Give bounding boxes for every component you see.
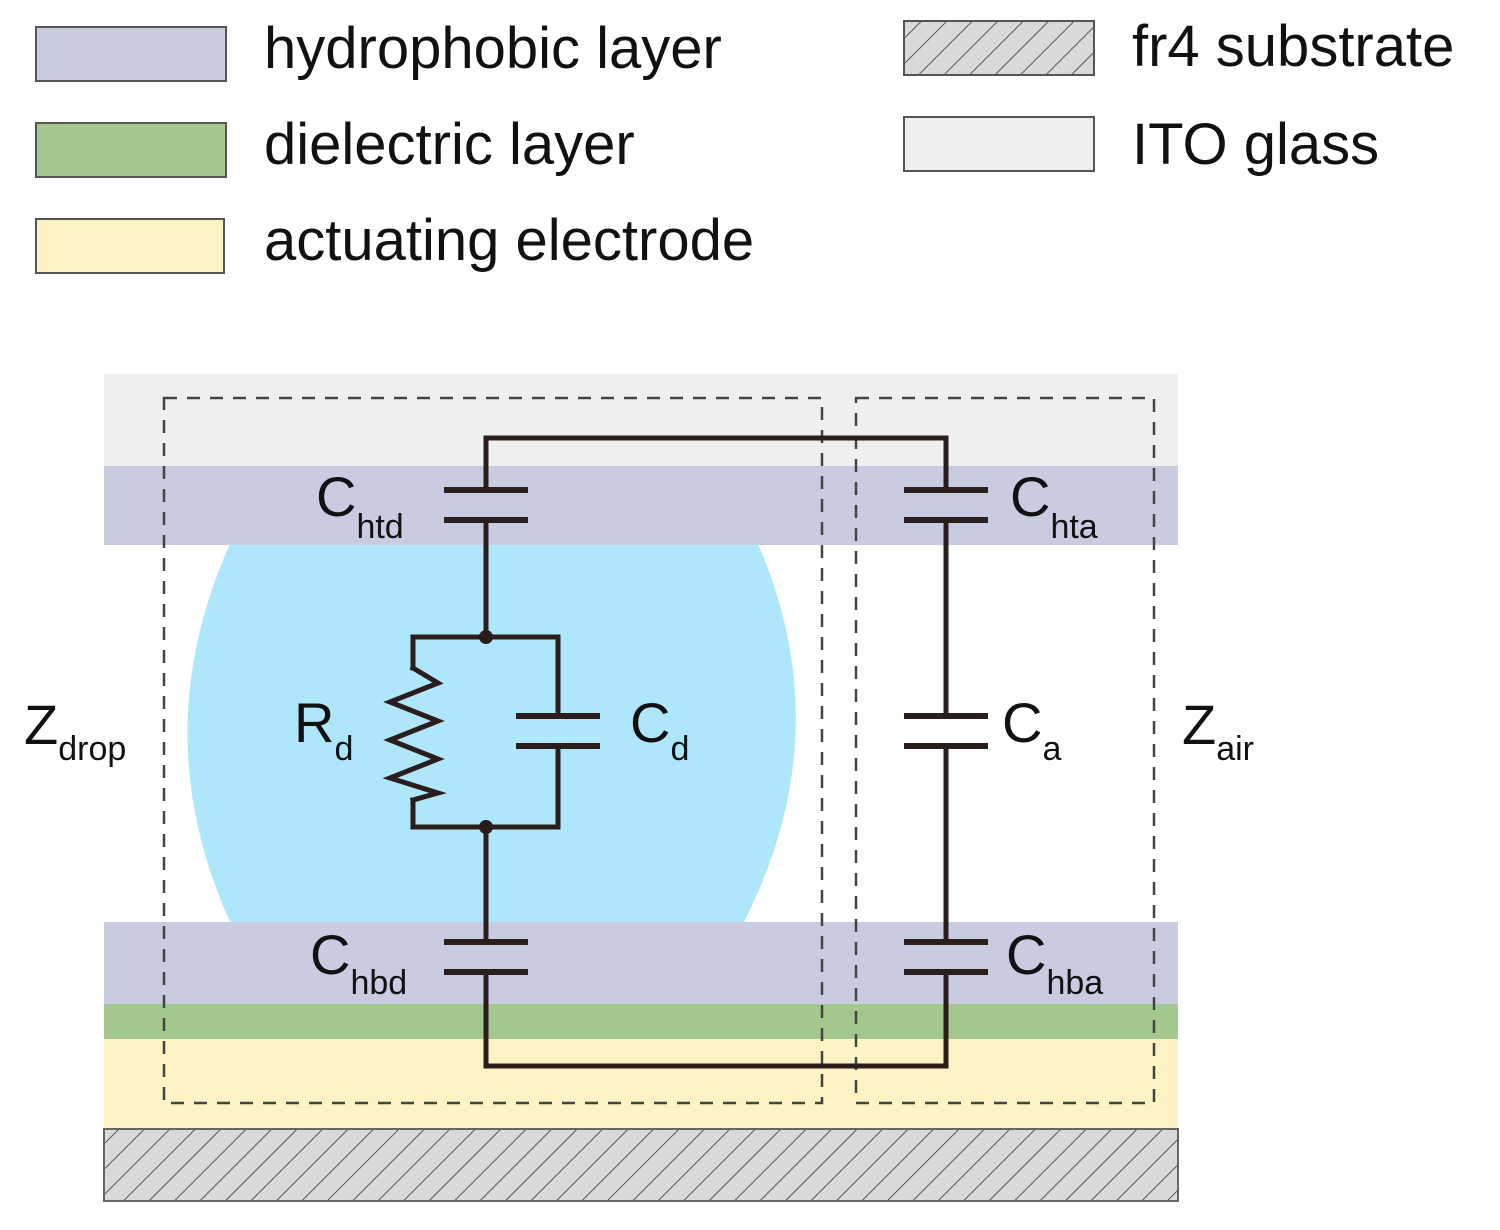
label-r-d: Rd <box>294 691 353 768</box>
capacitor-hba-symbol <box>904 939 988 975</box>
top-hydrophobic-layer <box>104 466 1178 545</box>
label-c-d: Cd <box>630 691 689 768</box>
actuating-electrode-layer <box>104 1039 1178 1129</box>
legend-item-ito: ITO glass <box>903 112 1379 177</box>
capacitor-cd-symbol <box>516 713 600 749</box>
bottom-wire <box>483 969 949 1069</box>
dielectric-layer <box>104 1004 1178 1039</box>
droplet <box>187 544 796 922</box>
legend: hydrophobic layer dielectric layer actua… <box>35 14 1454 274</box>
z-air-box <box>854 396 1156 1105</box>
legend-label-electrode: actuating electrode <box>264 208 754 273</box>
capacitor-htd-symbol <box>444 487 528 523</box>
junction-node-top <box>479 630 493 644</box>
rc-parallel-bottom <box>410 743 561 830</box>
capacitor-hbd-symbol <box>444 939 528 975</box>
ito-glass-layer <box>104 374 1178 466</box>
legend-swatch-dielectric <box>35 122 227 178</box>
label-c-hbd: Chbd <box>310 923 407 1002</box>
legend-item-fr4: fr4 substrate <box>903 14 1454 79</box>
fr4-substrate-hatch <box>103 1128 1179 1202</box>
top-wire <box>483 435 949 493</box>
legend-item-hydrophobic: hydrophobic layer <box>35 16 722 82</box>
capacitor-ca-symbol <box>904 713 988 749</box>
label-c-hba: Chba <box>1006 923 1103 1002</box>
legend-swatch-hydrophobic <box>35 26 227 82</box>
legend-label-fr4: fr4 substrate <box>1132 14 1454 79</box>
label-c-a: Ca <box>1002 691 1061 768</box>
label-c-htd: Chtd <box>316 465 404 546</box>
z-drop-box <box>162 396 824 1105</box>
legend-item-electrode: actuating electrode <box>35 208 754 274</box>
label-z-air: Zair <box>1182 693 1254 768</box>
legend-swatch-fr4-hatch <box>903 20 1095 76</box>
bottom-hydrophobic-layer <box>104 922 1178 1004</box>
legend-label-dielectric: dielectric layer <box>264 112 635 177</box>
rc-parallel-top <box>410 634 561 719</box>
capacitor-hta-symbol <box>904 487 988 523</box>
label-z-drop: Zdrop <box>24 693 126 768</box>
resistor-rd-symbol <box>382 664 447 804</box>
circuit-wires <box>382 435 949 1069</box>
legend-item-dielectric: dielectric layer <box>35 112 635 178</box>
legend-swatch-ito <box>903 116 1095 172</box>
legend-swatch-electrode <box>35 218 225 274</box>
junction-node-bottom <box>479 820 493 834</box>
label-c-hta: Chta <box>1010 465 1098 546</box>
legend-label-hydrophobic: hydrophobic layer <box>264 16 722 81</box>
device-stack <box>103 374 1179 1202</box>
legend-label-ito: ITO glass <box>1132 112 1379 177</box>
